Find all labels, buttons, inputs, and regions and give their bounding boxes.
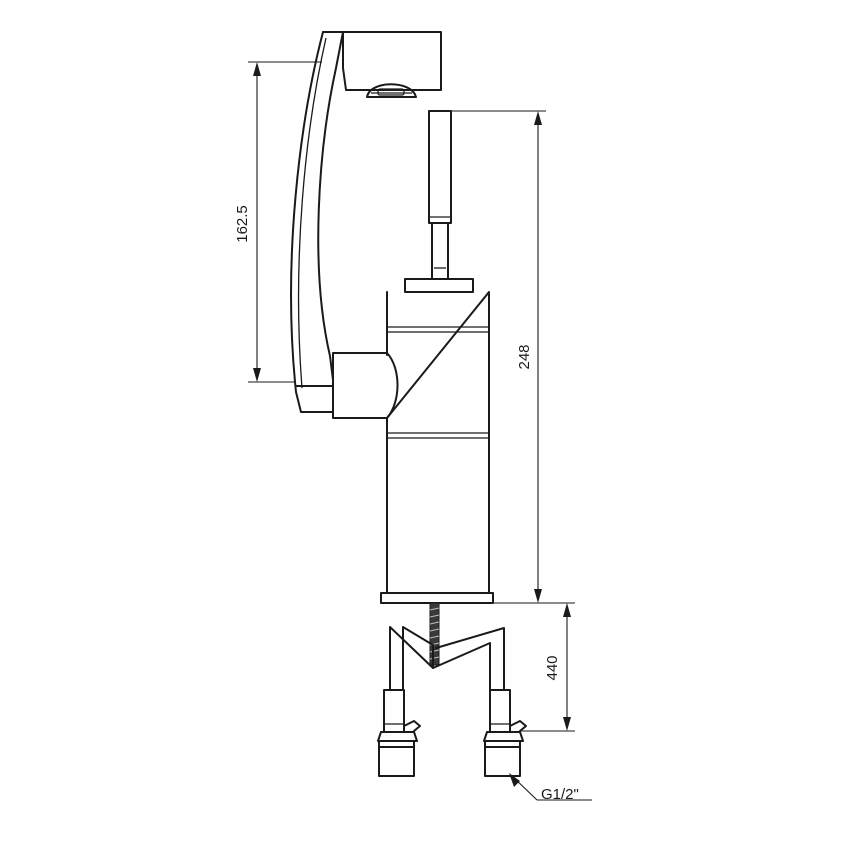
- threaded-stud: [429, 602, 440, 666]
- aerator-icon: [366, 83, 417, 98]
- spout: [290, 31, 442, 419]
- spout-arm-outer: [290, 31, 334, 413]
- hose-connector-right: [483, 689, 527, 777]
- dimension-label-spout-height: 162.5: [234, 205, 251, 243]
- spout-arm-inner: [317, 31, 344, 381]
- hose-connector-left: [377, 689, 421, 777]
- spout-arm-highlight: [297, 37, 327, 389]
- dimension-label-hose-length: 440: [544, 655, 561, 680]
- thread-size-label: G1/2": [541, 786, 579, 803]
- spout-head: [322, 31, 442, 91]
- base-plate: [380, 592, 494, 604]
- dimension-label-overall-height: 248: [516, 344, 533, 369]
- dimension-spout-height: 162.5: [234, 61, 322, 383]
- dimension-overall-height: 248: [452, 110, 546, 604]
- spout-joint: [332, 352, 399, 419]
- thread-callout: G1/2": [509, 773, 592, 803]
- faucet-body: [380, 291, 494, 604]
- flexible-hoses: [389, 626, 505, 691]
- lever-handle: [404, 110, 474, 293]
- dimension-hose-length: 440: [520, 602, 575, 732]
